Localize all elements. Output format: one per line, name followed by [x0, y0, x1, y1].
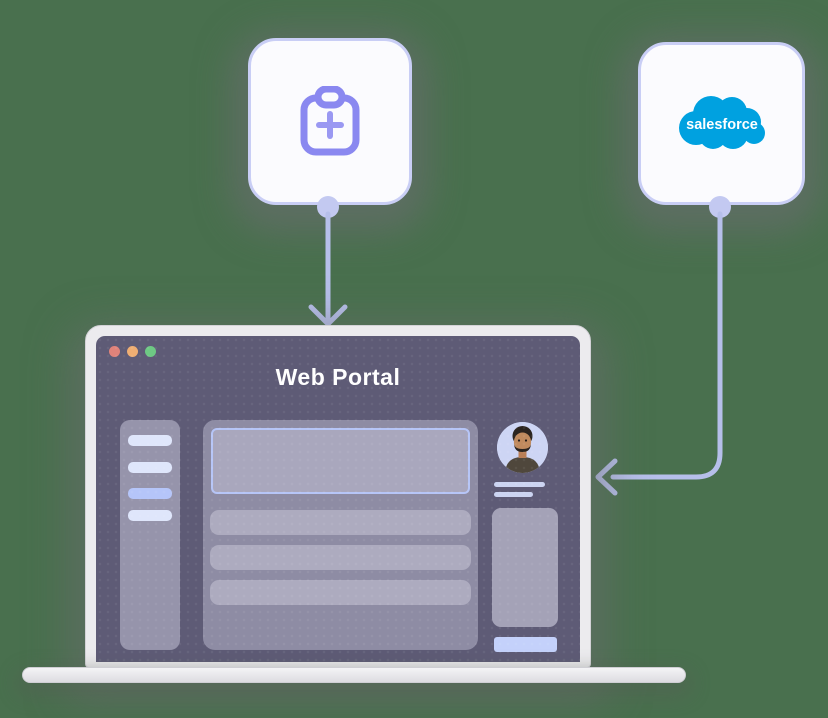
user-photo: [497, 422, 548, 473]
clipboard-plus-icon: [300, 85, 360, 155]
user-action-button[interactable]: [494, 637, 557, 652]
content-row-3: [210, 580, 471, 605]
sidebar-item-2[interactable]: [128, 462, 172, 473]
content-row-2: [210, 545, 471, 570]
window-control-3[interactable]: [145, 346, 156, 357]
main-content-panel: [203, 420, 478, 650]
sidebar-item-3[interactable]: [128, 488, 172, 499]
web-portal-screen: Web Portal: [96, 336, 580, 662]
hero-input-box[interactable]: [211, 428, 470, 494]
laptop-base: [22, 667, 686, 683]
salesforce-card: salesforce: [638, 42, 805, 205]
user-avatar[interactable]: [497, 422, 548, 473]
clipboard-app-card: [248, 38, 412, 205]
page-title: Web Portal: [275, 364, 401, 390]
window-control-2[interactable]: [127, 346, 138, 357]
sidebar-nav: [120, 420, 180, 650]
content-row-1: [210, 510, 471, 535]
laptop-bezel: Web Portal: [85, 325, 591, 668]
window-controls: [109, 346, 156, 357]
user-name-line: [494, 482, 545, 487]
user-detail-panel: [492, 508, 558, 627]
content-rows: [210, 510, 471, 615]
connector-salesforce-to-portal: [595, 196, 731, 496]
connector-clipboard-to-portal: [308, 196, 348, 327]
salesforce-wordmark: salesforce: [686, 117, 758, 133]
sidebar-item-1[interactable]: [128, 435, 172, 446]
user-subtitle-line: [494, 492, 533, 497]
window-control-1[interactable]: [109, 346, 120, 357]
sidebar-item-4[interactable]: [128, 510, 172, 521]
salesforce-logo: salesforce: [678, 95, 765, 149]
